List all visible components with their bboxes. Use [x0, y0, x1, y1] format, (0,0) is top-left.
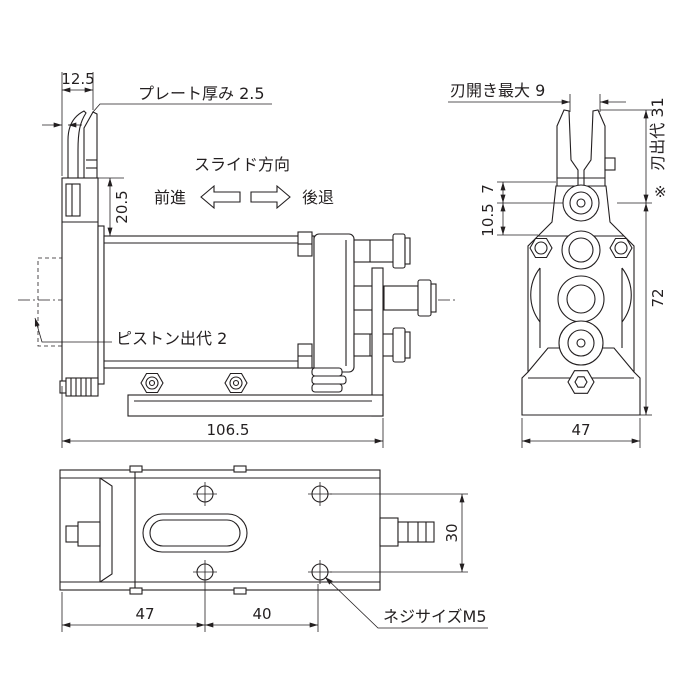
- pivot-circle-2: [561, 230, 601, 270]
- hole-pitch-vertical-value: 30: [443, 523, 461, 542]
- mounting-hole: [308, 482, 332, 506]
- hole-pitch-horizontal-value: 40: [252, 605, 271, 623]
- plate-thickness-callout: プレート厚み 2.5: [42, 84, 272, 128]
- pivot-circle-4: [558, 320, 604, 366]
- front-view: 刃開き最大 9 刃出代 31 ※ 72 7 10.5: [448, 81, 667, 448]
- dim-offsets: 7 10.5: [479, 181, 563, 237]
- forward-label: 前進: [154, 188, 186, 207]
- width-value: 47: [571, 421, 590, 439]
- dim-overall-length: 106.5: [61, 386, 384, 448]
- piston-stroke-callout: ピストン出代 2: [34, 317, 227, 348]
- lock-nut: [311, 367, 347, 393]
- blade: [67, 110, 98, 179]
- side-view: 12.5 プレート厚み 2.5 20.5 スライド方向 前進 後退 ピストン出代…: [18, 70, 458, 448]
- mounting-hole: [193, 560, 217, 584]
- plate-width-value: 12.5: [61, 70, 94, 88]
- dim-holder-height: 20.5: [98, 177, 131, 237]
- pivot-circle-1: [562, 184, 600, 222]
- upper-offset-value: 7: [479, 184, 497, 194]
- arrow-right-icon: [250, 184, 291, 210]
- mounting-holes: [193, 482, 332, 584]
- holder-height-value: 20.5: [113, 190, 131, 223]
- dim-plate-width: 12.5: [61, 70, 95, 176]
- jaws: [556, 109, 616, 187]
- bottom-air-fitting: [379, 517, 435, 547]
- thread-size-callout: ネジサイズM5: [324, 576, 488, 629]
- adjust-screw: [59, 377, 99, 397]
- mounting-bracket: [127, 267, 384, 417]
- air-fitting-upper: [353, 233, 411, 269]
- blade-opening-label: 刃開き最大 9: [450, 81, 545, 100]
- blade-holder-plate: [61, 177, 105, 385]
- blade-protrusion-label: 刃出代 31: [648, 97, 667, 170]
- hole-offset-value: 47: [135, 605, 154, 623]
- thread-size-label: ネジサイズM5: [383, 607, 487, 626]
- dim-hole-pitch-vertical: 30: [330, 493, 468, 573]
- bolt-right: [224, 372, 248, 394]
- hex-socket-screw: [567, 370, 595, 394]
- lower-offset-value: 10.5: [479, 203, 497, 236]
- arrow-left-icon: [200, 184, 241, 210]
- slide-direction: スライド方向 前進 後退: [154, 155, 334, 210]
- note-mark: ※: [654, 183, 667, 201]
- plate-thickness-label: プレート厚み 2.5: [138, 84, 265, 103]
- piston-hidden-outline: [37, 257, 63, 347]
- slot: [142, 513, 248, 553]
- bolt-left: [140, 372, 164, 394]
- bottom-view: 30 47 40 ネジサイズM5: [59, 465, 488, 632]
- mounting-hole: [308, 560, 332, 584]
- backward-label: 後退: [302, 188, 334, 207]
- hex-nut-right: [609, 237, 633, 259]
- overall-length-value: 106.5: [207, 421, 250, 439]
- dim-height: 72: [640, 202, 667, 416]
- bottom-adjust-screw: [65, 521, 101, 547]
- cylinder-body: [103, 231, 355, 373]
- dim-width: 47: [521, 418, 641, 448]
- air-fitting-middle: [353, 279, 437, 317]
- height-value: 72: [649, 288, 667, 307]
- mounting-hole: [193, 482, 217, 506]
- piston-stroke-label: ピストン出代 2: [116, 329, 227, 348]
- dim-blade-protrusion: 刃出代 31 ※: [600, 97, 667, 204]
- slide-direction-label: スライド方向: [194, 155, 290, 174]
- dim-blade-opening: 刃開き最大 9: [448, 81, 626, 112]
- hex-nut-left: [529, 237, 553, 259]
- dim-hole-positions: 47 40: [61, 584, 319, 632]
- pivot-circle-3: [557, 275, 605, 323]
